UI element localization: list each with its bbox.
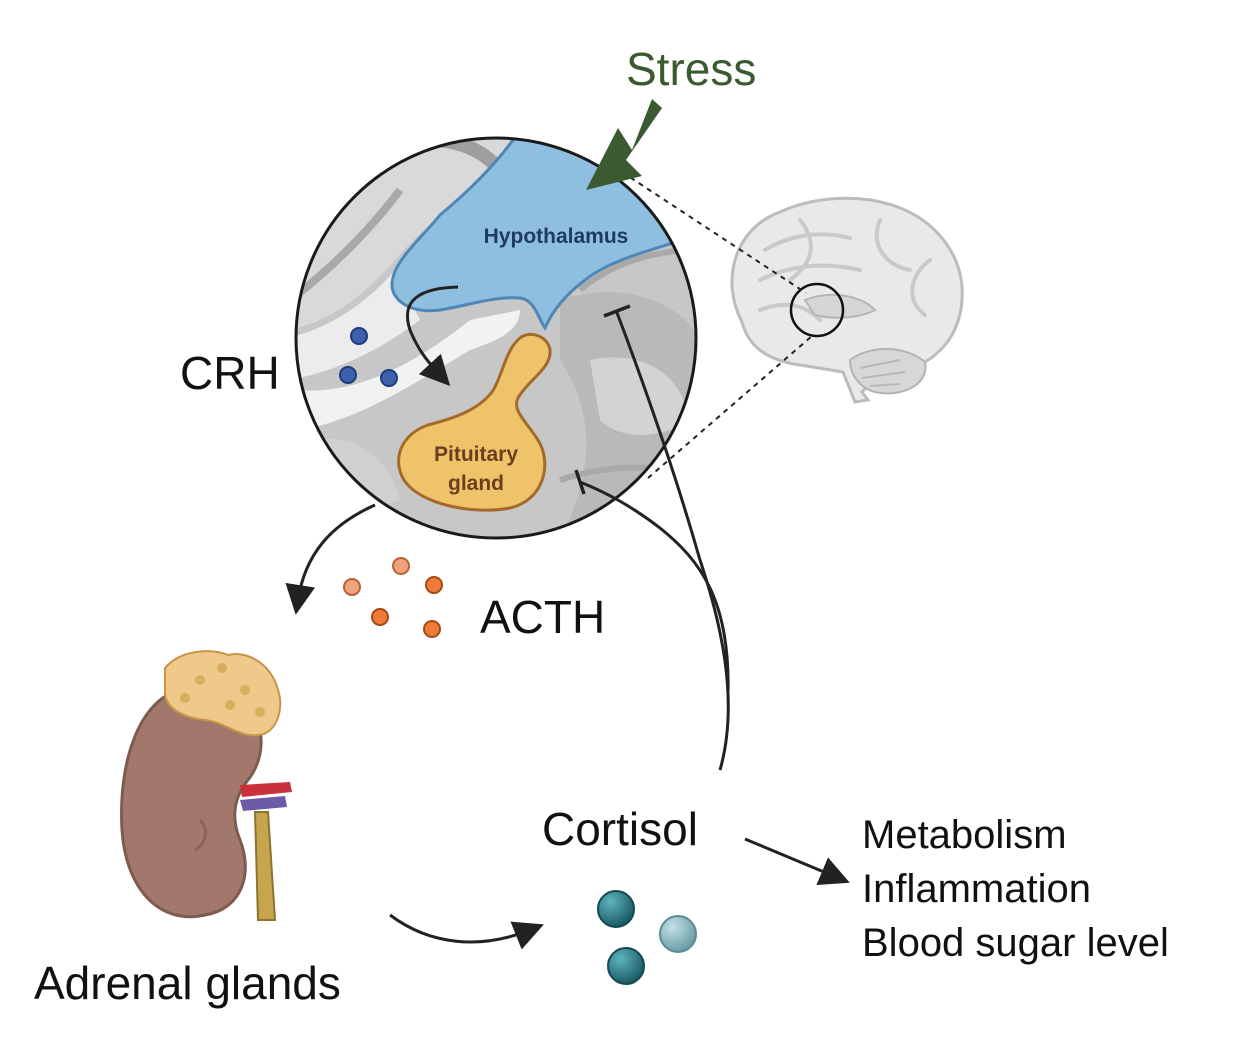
feedback-line-hypothalamus <box>614 309 730 771</box>
acth-label: ACTH <box>480 591 606 643</box>
arrow-to-cortisol <box>389 913 544 950</box>
acth-dot <box>392 557 410 575</box>
acth-dot <box>425 576 443 594</box>
cortisol-label: Cortisol <box>542 803 698 855</box>
magnified-view: Hypothalamus Pituitary gland <box>294 136 698 540</box>
effect-item: Inflammation <box>862 867 1091 911</box>
arrow-to-effects <box>744 837 850 886</box>
crh-dot <box>350 327 368 345</box>
acth-dot <box>343 578 361 596</box>
kidney-adrenal-illustration <box>120 650 292 921</box>
cortisol-dot <box>659 915 697 953</box>
pituitary-label-line1: Pituitary <box>434 443 518 466</box>
inhibition-bar-hypothalamus <box>603 304 631 318</box>
crh-dot <box>380 369 398 387</box>
cortisol-effects-list: Metabolism Inflammation Blood sugar leve… <box>862 808 1169 970</box>
pituitary-label-line2: gland <box>448 472 504 495</box>
crh-label: CRH <box>180 347 280 399</box>
acth-dot <box>423 620 441 638</box>
inhibition-bar-pituitary <box>574 469 586 495</box>
stress-arrow <box>586 99 662 190</box>
cortisol-dot <box>597 890 635 928</box>
crh-dot <box>339 366 357 384</box>
hypothalamus-label: Hypothalamus <box>484 225 629 248</box>
effect-item: Metabolism <box>862 813 1067 857</box>
cortisol-dot <box>607 947 645 985</box>
brain-illustration <box>730 196 964 404</box>
pituitary-shape <box>397 333 552 512</box>
zoom-guide-top <box>621 171 807 294</box>
stress-label: Stress <box>626 43 757 95</box>
feedback-line-pituitary <box>579 480 730 693</box>
arrow-to-acth <box>285 503 376 615</box>
effect-item: Blood sugar level <box>862 921 1169 965</box>
acth-dot <box>371 608 389 626</box>
zoom-guide-bottom <box>647 335 813 479</box>
adrenal-glands-label: Adrenal glands <box>34 957 341 1009</box>
